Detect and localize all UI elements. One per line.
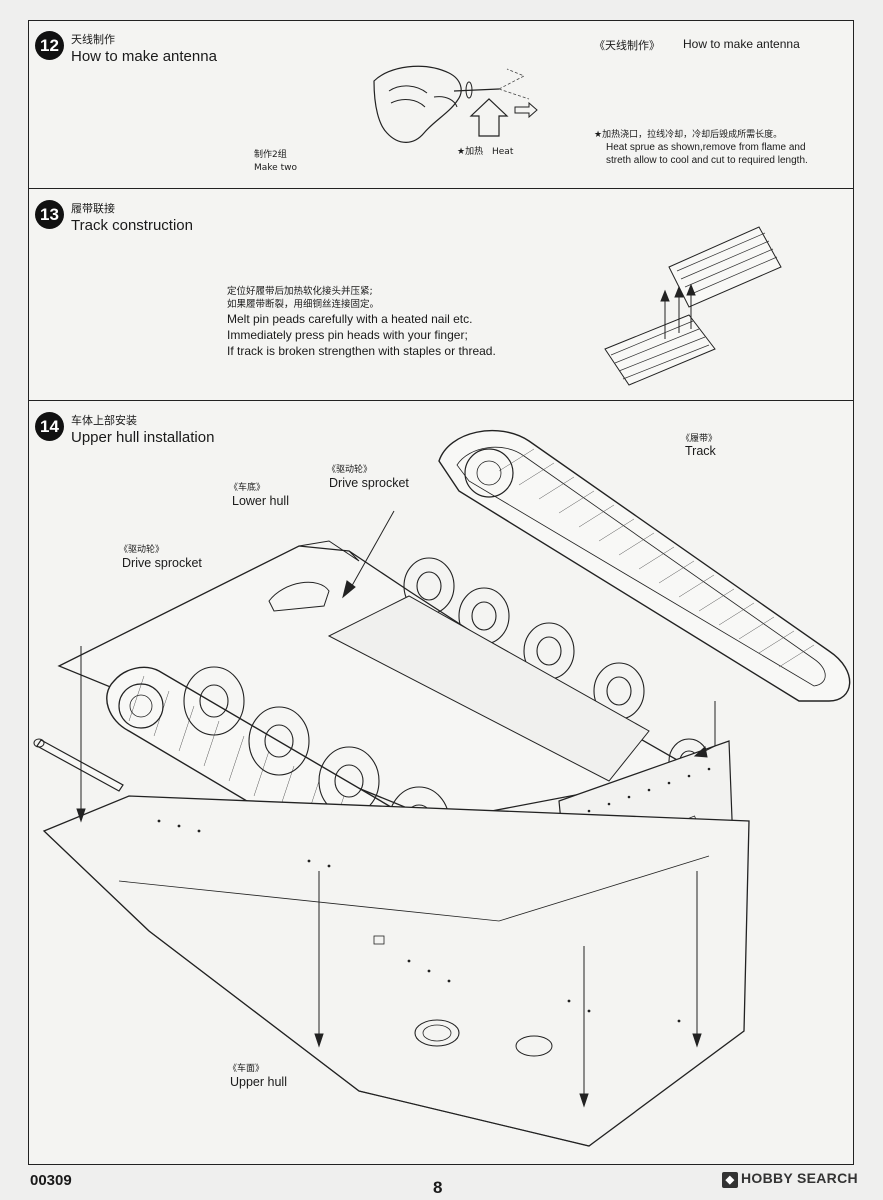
step-13-panel: 13 履带联接 Track construction 定位好履带后加热软化接头并… [28, 188, 854, 402]
lower-hull-en: Lower hull [232, 494, 289, 508]
watermark-logo: ◆HOBBY SEARCH [722, 1170, 858, 1188]
heat-label-en: Heat [492, 147, 514, 157]
step-number-badge: 12 [35, 31, 64, 60]
hobby-search-logo-icon: ◆ [722, 1172, 738, 1188]
track-link-illustration [604, 226, 782, 386]
watermark-text: HOBBY SEARCH [741, 1170, 858, 1186]
track-note-en-1: Melt pin peads carefully with a heated n… [227, 312, 473, 326]
drive-sprocket-top-zh: 《驱动轮》 [327, 465, 373, 475]
page-number: 8 [433, 1178, 443, 1197]
header-en: How to make antenna [683, 37, 800, 51]
upper-hull-en: Upper hull [230, 1075, 287, 1089]
drive-sprocket-left-zh: 《驱动轮》 [119, 545, 165, 555]
antenna-illustration [373, 65, 538, 143]
step-title-en: Track construction [71, 217, 193, 234]
step-14-panel: 14 车体上部安装 Upper hull installation [28, 400, 854, 1165]
heat-label-zh: ★加热 [457, 147, 484, 157]
step-title-en: How to make antenna [71, 48, 217, 65]
hull-assembly-illustration [33, 429, 851, 1147]
step-number-badge: 13 [35, 200, 64, 229]
header-zh: 《天线制作》 [594, 39, 660, 52]
kit-code: 00309 [30, 1172, 72, 1189]
step-title-en: Upper hull installation [71, 429, 215, 446]
step-title-zh: 天线制作 [71, 33, 115, 46]
lower-hull-zh: 《车底》 [229, 483, 266, 493]
step-title-zh: 车体上部安装 [71, 414, 137, 427]
make-two-zh: 制作2组 [254, 150, 287, 160]
upper-hull-zh: 《车面》 [228, 1064, 265, 1074]
antenna-note-zh: ★加热浇口，拉线冷却，冷却后毁成所需长度。 [594, 130, 783, 140]
upper-hull [33, 738, 750, 1147]
step-title-zh: 履带联接 [71, 202, 115, 215]
drive-sprocket-top-en: Drive sprocket [329, 476, 409, 490]
make-two-en: Make two [254, 163, 297, 173]
right-track [438, 429, 851, 702]
antenna-note-en-1: Heat sprue as shown,remove from flame an… [606, 142, 806, 153]
step-12-panel: 12 天线制作 How to make antenna 制作2组 Make tw… [28, 20, 854, 190]
antenna-note-en-2: streth allow to cool and cut to required… [606, 155, 808, 166]
track-en: Track [685, 444, 716, 458]
track-zh: 《履带》 [681, 434, 718, 444]
track-note-en-2: Immediately press pin heads with your fi… [227, 328, 468, 342]
track-note-zh-1: 定位好履带后加热软化接头并压紧; [227, 286, 373, 297]
step-number-badge: 14 [35, 412, 64, 441]
track-note-zh-2: 如果履带断裂，用细铜丝连接固定。 [227, 299, 380, 310]
drive-sprocket-left-en: Drive sprocket [122, 556, 202, 570]
track-note-en-3: If track is broken strengthen with stapl… [227, 344, 496, 358]
